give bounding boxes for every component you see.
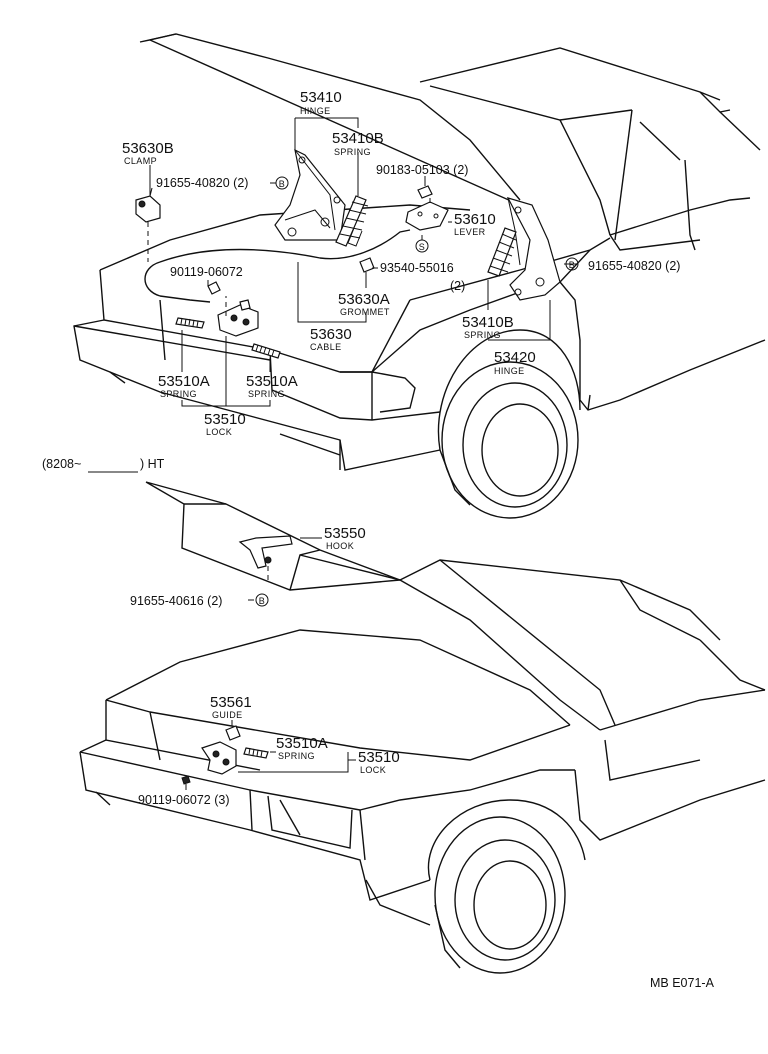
lock-53510-lower-part <box>201 741 237 775</box>
clamp-53630b-part <box>135 187 161 223</box>
spring-53510a-left-number: 53510A <box>158 373 210 390</box>
spring-53410b-right-part <box>487 227 517 277</box>
clamp-53630b-label: CLAMP <box>124 156 157 166</box>
lever-53610-number: 53610 <box>454 211 496 228</box>
bolt-b-mark-hook: B <box>259 596 265 606</box>
spring-53510a-lower-label: SPRING <box>278 751 315 761</box>
hook-53550-part <box>238 535 293 569</box>
spring-53410b-label: SPRING <box>334 147 371 157</box>
ht-header-left: (8208~ <box>42 457 81 471</box>
upper-parts: S <box>135 148 579 359</box>
hook-53550-label: HOOK <box>326 541 354 551</box>
bolt-91655-40616: 91655-40616 (2) <box>130 594 222 608</box>
spring-53510a-lower-number: 53510A <box>276 735 328 752</box>
spring-53510a-right-label: SPRING <box>248 389 285 399</box>
cable-53630-label: CABLE <box>310 342 342 352</box>
spring-53510a-lower-part <box>243 747 269 759</box>
lock-53510-label: LOCK <box>206 427 232 437</box>
guide-53561-number: 53561 <box>210 694 252 711</box>
lower-parts <box>181 535 293 785</box>
guide-53561-label: GUIDE <box>212 710 243 720</box>
lower-car-illustration <box>79 481 766 974</box>
spring-53410b-part <box>335 195 369 247</box>
grommet-53630a-number: 53630A <box>338 291 390 308</box>
lock-53510-part <box>207 281 259 337</box>
spring-53510a-left-label: SPRING <box>160 389 197 399</box>
cable-53630-part <box>144 229 411 297</box>
ht-header-right: ) HT <box>140 457 165 471</box>
bolt-91655-40820-right: 91655-40820 (2) <box>588 259 680 273</box>
lock-53510-number: 53510 <box>204 411 246 428</box>
clamp-53630b-number: 53630B <box>122 140 174 157</box>
spring-53510a-right-number: 53510A <box>246 373 298 390</box>
spring-53410b-right-number: 53410B <box>462 314 514 331</box>
hinge-53420-part <box>506 197 561 301</box>
guide-53561-part <box>225 725 241 741</box>
upper-callouts <box>149 117 578 407</box>
spring-53410b-right-label: SPRING <box>464 330 501 340</box>
ht-section-header: (8208~ ) HT <box>42 457 165 473</box>
bolt-b-mark-right: B <box>569 260 575 270</box>
reference-code: MB E071-A <box>650 976 715 990</box>
bolt-b-mark-circle-left <box>275 176 289 190</box>
lock-53510-lower-number: 53510 <box>358 749 400 766</box>
screw-93540-55016-qty: (2) <box>450 279 465 293</box>
screw-90119-06072-lower: 90119-06072 (3) <box>138 793 230 807</box>
hinge-53410-label: HINGE <box>300 106 331 116</box>
screw-90119-06072-top: 90119-06072 <box>170 265 243 279</box>
hinge-53420-number: 53420 <box>494 349 536 366</box>
bolt-91655-40820-left: 91655-40820 (2) <box>156 176 248 190</box>
hinge-53420-label: HINGE <box>494 366 525 376</box>
screw-90119-lower-part <box>181 775 191 785</box>
grommet-part <box>359 257 375 273</box>
bolt-b-mark-circle-hook <box>255 593 269 607</box>
s-mark: S <box>419 242 425 252</box>
grommet-53630a-label: GROMMET <box>340 307 390 317</box>
bolt-90183-05103: 90183-05103 (2) <box>376 163 468 177</box>
hinge-53410-part <box>274 148 346 241</box>
lower-labels: 53550 HOOK 91655-40616 (2) B 53561 GUIDE… <box>130 525 715 990</box>
upper-labels: 53410 HINGE 53410B SPRING 53630B CLAMP 9… <box>122 89 680 437</box>
screw-93540-55016: 93540-55016 <box>380 261 454 275</box>
cable-53630-number: 53630 <box>310 326 352 343</box>
lock-53510-lower-label: LOCK <box>360 765 386 775</box>
lever-53610-label: LEVER <box>454 227 486 237</box>
bolt-b-mark-left: B <box>279 179 285 189</box>
lower-callouts <box>185 537 356 790</box>
lever-53610-part <box>405 185 449 231</box>
hinge-53410-number: 53410 <box>300 89 342 106</box>
hook-53550-number: 53550 <box>324 525 366 542</box>
spring-53410b-number: 53410B <box>332 130 384 147</box>
